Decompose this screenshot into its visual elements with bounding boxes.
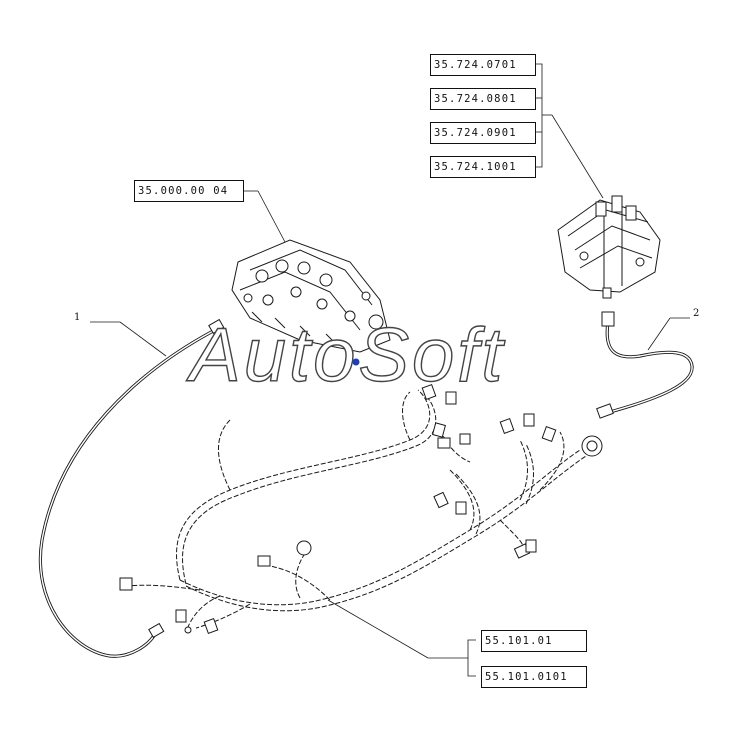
wiring-harness xyxy=(127,389,587,633)
leader-lines xyxy=(90,63,690,677)
callout-item-1: 1 xyxy=(74,312,81,323)
ref-box-harness-1[interactable]: 55.101.01 xyxy=(481,630,587,652)
ref-box-valve-block[interactable]: 35.000.00 04 xyxy=(134,180,244,202)
ref-box-valve-group-1[interactable]: 35.724.0701 xyxy=(430,54,536,76)
cable-item-2 xyxy=(596,311,694,419)
ref-box-valve-group-3[interactable]: 35.724.0901 xyxy=(430,122,536,144)
ref-box-valve-group-4[interactable]: 35.724.1001 xyxy=(430,156,536,178)
callout-item-2: 2 xyxy=(693,308,700,319)
valve-block-left xyxy=(231,239,391,366)
harness-connectors xyxy=(119,384,603,634)
ref-box-harness-2[interactable]: 55.101.0101 xyxy=(481,666,587,688)
cable-item-1 xyxy=(38,318,225,658)
ref-box-valve-group-2[interactable]: 35.724.0801 xyxy=(430,88,536,110)
valve-block-right xyxy=(557,195,661,299)
